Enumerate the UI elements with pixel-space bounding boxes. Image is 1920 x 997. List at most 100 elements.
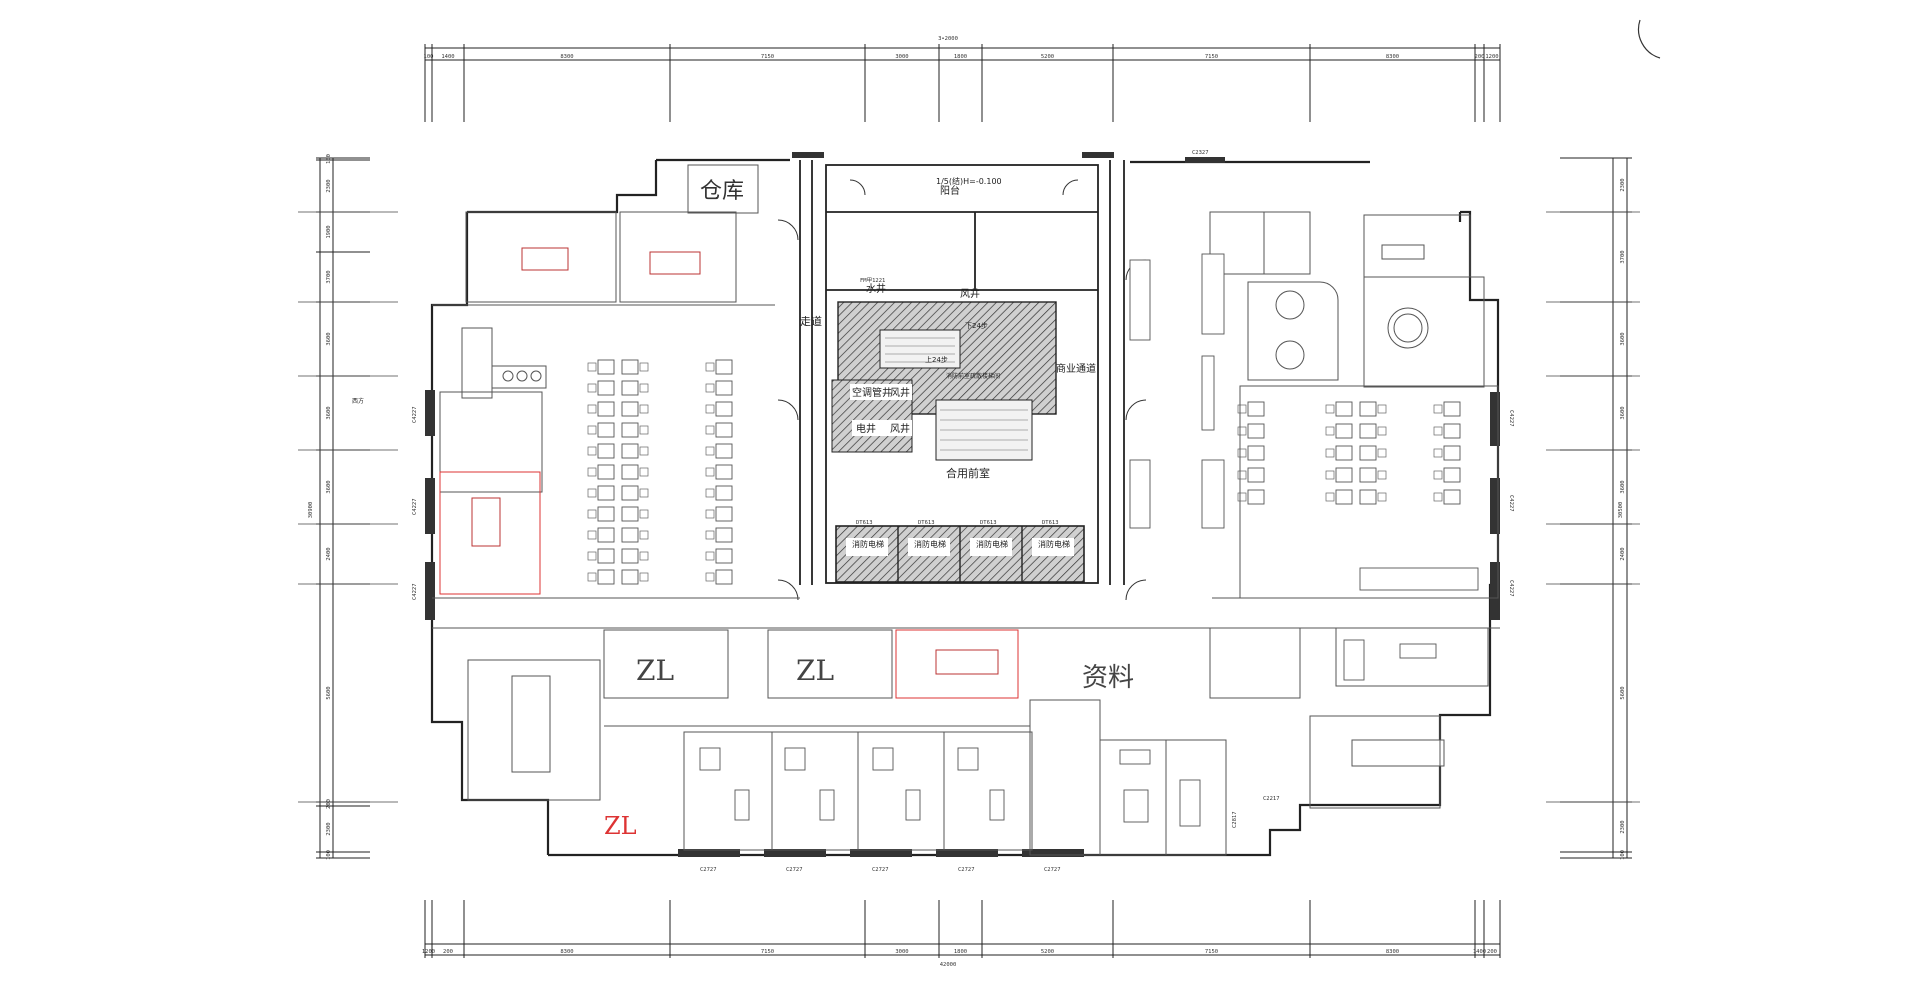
window-tag: C4227 bbox=[412, 583, 418, 600]
stool bbox=[502, 370, 514, 382]
dimension-value: 1800 bbox=[954, 949, 967, 955]
chair bbox=[639, 467, 649, 477]
chair bbox=[1377, 448, 1387, 458]
chair bbox=[587, 509, 597, 519]
desk bbox=[715, 485, 733, 501]
desk bbox=[621, 506, 639, 522]
chair bbox=[1433, 404, 1443, 414]
desk bbox=[621, 380, 639, 396]
chair bbox=[1377, 470, 1387, 480]
round-tables bbox=[1275, 290, 1429, 370]
desk bbox=[597, 422, 615, 438]
chair bbox=[639, 551, 649, 561]
chair bbox=[705, 488, 715, 498]
desk bbox=[715, 422, 733, 438]
window-tag: C2817 bbox=[1232, 811, 1238, 828]
window-tag: C4227 bbox=[412, 406, 418, 423]
workstation-cluster bbox=[461, 327, 733, 585]
elevator-label: 消防电梯 bbox=[1038, 539, 1070, 549]
dimension-value: 3600 bbox=[326, 332, 332, 345]
window-tag: C2217 bbox=[1263, 796, 1280, 802]
desk bbox=[597, 548, 615, 564]
dimension-value: 2300 bbox=[1620, 820, 1626, 833]
zl-handwritten: ZL bbox=[796, 654, 834, 687]
desk bbox=[715, 506, 733, 522]
top-dimension-line bbox=[425, 47, 1500, 61]
south-offices bbox=[683, 699, 1227, 856]
stair-note: 消防前室疏散楼梯间 bbox=[946, 372, 1000, 380]
desk bbox=[1359, 489, 1377, 505]
chair bbox=[705, 425, 715, 435]
chair bbox=[587, 383, 597, 393]
chair bbox=[705, 404, 715, 414]
dimension-value: 2300 bbox=[326, 179, 332, 192]
top-total-dimension: 3•2000 bbox=[938, 36, 958, 42]
chair bbox=[705, 362, 715, 372]
desk bbox=[1443, 489, 1461, 505]
elevator-label: 消防电梯 bbox=[852, 539, 884, 549]
elevator-door-tag: DT613 bbox=[980, 520, 997, 526]
desk bbox=[1443, 445, 1461, 461]
chair bbox=[639, 404, 649, 414]
window-tag: C1327 bbox=[1088, 153, 1105, 159]
chair bbox=[639, 425, 649, 435]
chair bbox=[587, 530, 597, 540]
shaft-label-bg bbox=[852, 420, 912, 436]
dimension-value: 8300 bbox=[560, 949, 573, 955]
desk bbox=[597, 527, 615, 543]
desk bbox=[1247, 489, 1265, 505]
chair bbox=[705, 530, 715, 540]
dimension-value: 1400 bbox=[441, 54, 454, 60]
desk bbox=[597, 506, 615, 522]
dimension-value: 100 bbox=[1620, 850, 1626, 860]
chair bbox=[587, 551, 597, 561]
chair bbox=[1325, 426, 1335, 436]
desk bbox=[715, 443, 733, 459]
dimension-value: 200 bbox=[1487, 949, 1497, 955]
dimension-value: 3700 bbox=[326, 270, 332, 283]
hvac-shaft-label: 空调管井 bbox=[852, 386, 892, 399]
chair bbox=[1377, 492, 1387, 502]
window-tag: C2727 bbox=[958, 867, 975, 873]
dimension-value: 3600 bbox=[1620, 480, 1626, 493]
chair bbox=[587, 425, 597, 435]
desk bbox=[1359, 423, 1377, 439]
dimension-value: 1200 bbox=[422, 949, 435, 955]
stair-mid bbox=[879, 329, 961, 369]
dimension-value: 1200 bbox=[1485, 54, 1498, 60]
stool bbox=[530, 370, 542, 382]
desk bbox=[597, 401, 615, 417]
stool bbox=[516, 370, 528, 382]
desk bbox=[1335, 489, 1353, 505]
elevator-door-tag: DT613 bbox=[1042, 520, 1059, 526]
bottom-total-dimension: 42000 bbox=[940, 962, 957, 968]
dimension-value: 1800 bbox=[954, 54, 967, 60]
desk bbox=[621, 527, 639, 543]
shaft-label-bg bbox=[850, 384, 912, 400]
water-shaft-label: 水井 bbox=[866, 282, 886, 295]
desk bbox=[621, 485, 639, 501]
window-tag: C4227 bbox=[1508, 580, 1514, 597]
dimension-value: 200 bbox=[326, 799, 332, 809]
door-tag: FM甲1221 bbox=[860, 277, 885, 284]
chair bbox=[587, 362, 597, 372]
dimension-value: 3600 bbox=[1620, 406, 1626, 419]
chair bbox=[1377, 426, 1387, 436]
window-markers bbox=[425, 152, 1500, 857]
chair bbox=[705, 383, 715, 393]
office-desks bbox=[699, 747, 1201, 827]
desk bbox=[1247, 423, 1265, 439]
chair bbox=[705, 509, 715, 519]
dimension-value: 5600 bbox=[326, 686, 332, 699]
desk bbox=[597, 569, 615, 585]
reception-counter bbox=[461, 327, 493, 399]
desk bbox=[1335, 445, 1353, 461]
window-tag: C4227 bbox=[1508, 495, 1514, 512]
elec-shaft-label: 电井 bbox=[856, 422, 876, 435]
dimension-value: 3700 bbox=[1620, 250, 1626, 263]
dimension-value: 200 bbox=[443, 949, 453, 955]
dimension-value: 7150 bbox=[761, 54, 774, 60]
chair bbox=[1433, 448, 1443, 458]
chair bbox=[1237, 448, 1247, 458]
